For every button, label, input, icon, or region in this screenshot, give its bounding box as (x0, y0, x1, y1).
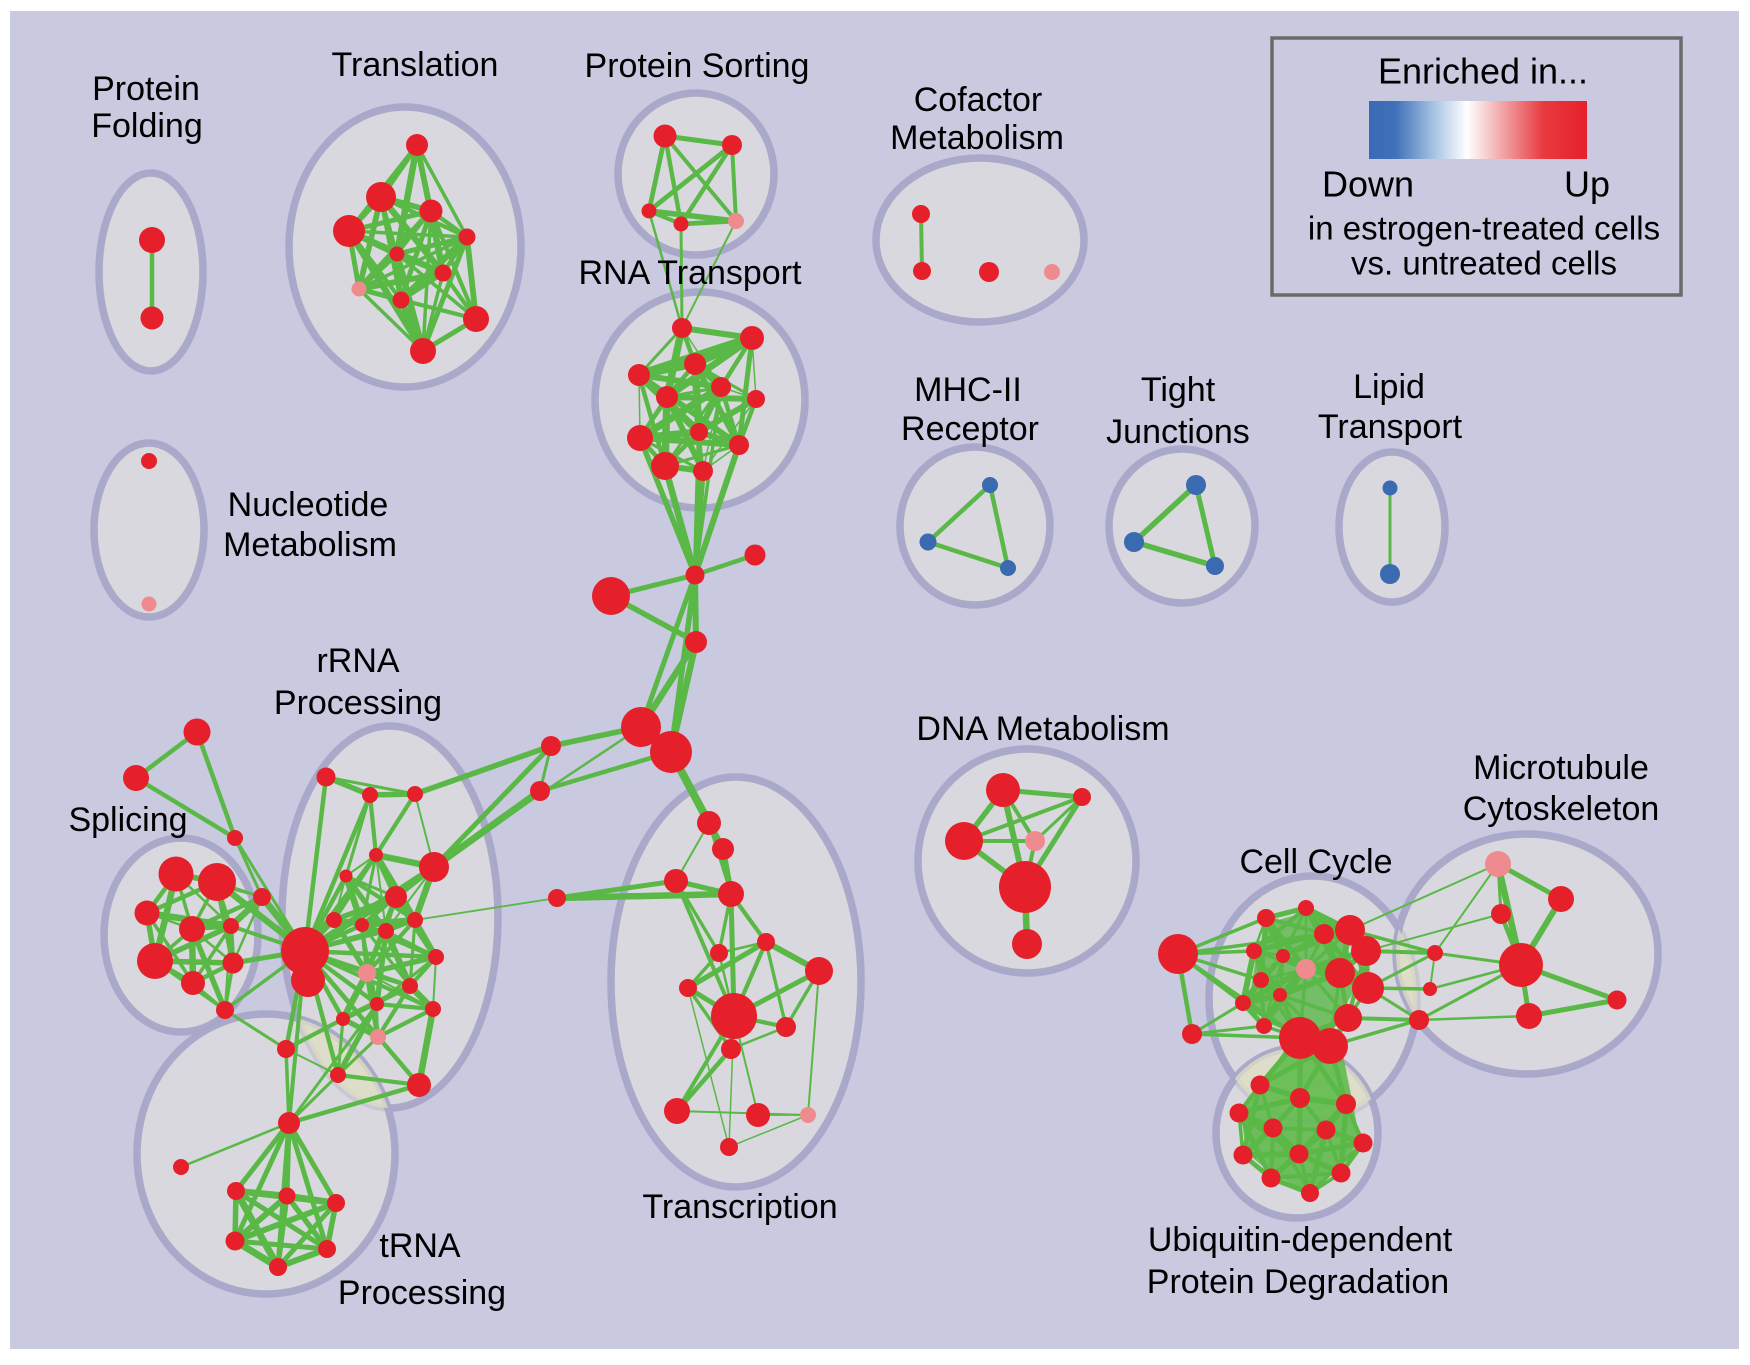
svg-text:in estrogen-treated cells: in estrogen-treated cells (1308, 210, 1660, 247)
svg-text:Splicing: Splicing (68, 801, 187, 839)
svg-text:DNA Metabolism: DNA Metabolism (916, 710, 1169, 748)
svg-text:Tight: Tight (1141, 371, 1216, 409)
svg-text:Processing: Processing (274, 684, 442, 722)
svg-text:Down: Down (1322, 164, 1414, 205)
svg-text:Folding: Folding (91, 107, 203, 145)
svg-text:vs. untreated cells: vs. untreated cells (1351, 245, 1617, 282)
svg-text:Enriched in...: Enriched in... (1378, 51, 1588, 92)
svg-text:Cofactor: Cofactor (914, 81, 1043, 119)
svg-text:Protein Sorting: Protein Sorting (585, 47, 810, 85)
svg-text:Nucleotide: Nucleotide (228, 486, 389, 524)
svg-text:Processing: Processing (338, 1274, 506, 1312)
svg-text:tRNA: tRNA (379, 1227, 461, 1265)
svg-text:Metabolism: Metabolism (223, 526, 397, 564)
svg-text:Junctions: Junctions (1106, 413, 1250, 451)
svg-text:Transcription: Transcription (642, 1188, 837, 1226)
svg-text:MHC-II: MHC-II (914, 371, 1022, 409)
svg-text:Up: Up (1564, 164, 1610, 205)
svg-text:rRNA: rRNA (316, 642, 399, 680)
svg-text:Metabolism: Metabolism (890, 119, 1064, 157)
svg-text:Cell Cycle: Cell Cycle (1239, 843, 1392, 881)
svg-text:Transport: Transport (1318, 408, 1463, 446)
svg-text:Protein Degradation: Protein Degradation (1147, 1263, 1449, 1301)
svg-text:RNA Transport: RNA Transport (579, 254, 803, 292)
svg-text:Translation: Translation (332, 46, 499, 84)
svg-text:Cytoskeleton: Cytoskeleton (1463, 790, 1660, 828)
svg-text:Microtubule: Microtubule (1473, 749, 1649, 787)
svg-text:Receptor: Receptor (901, 410, 1039, 448)
svg-text:Ubiquitin-dependent: Ubiquitin-dependent (1148, 1221, 1453, 1259)
svg-text:Protein: Protein (92, 70, 200, 108)
svg-text:Lipid: Lipid (1353, 368, 1425, 406)
